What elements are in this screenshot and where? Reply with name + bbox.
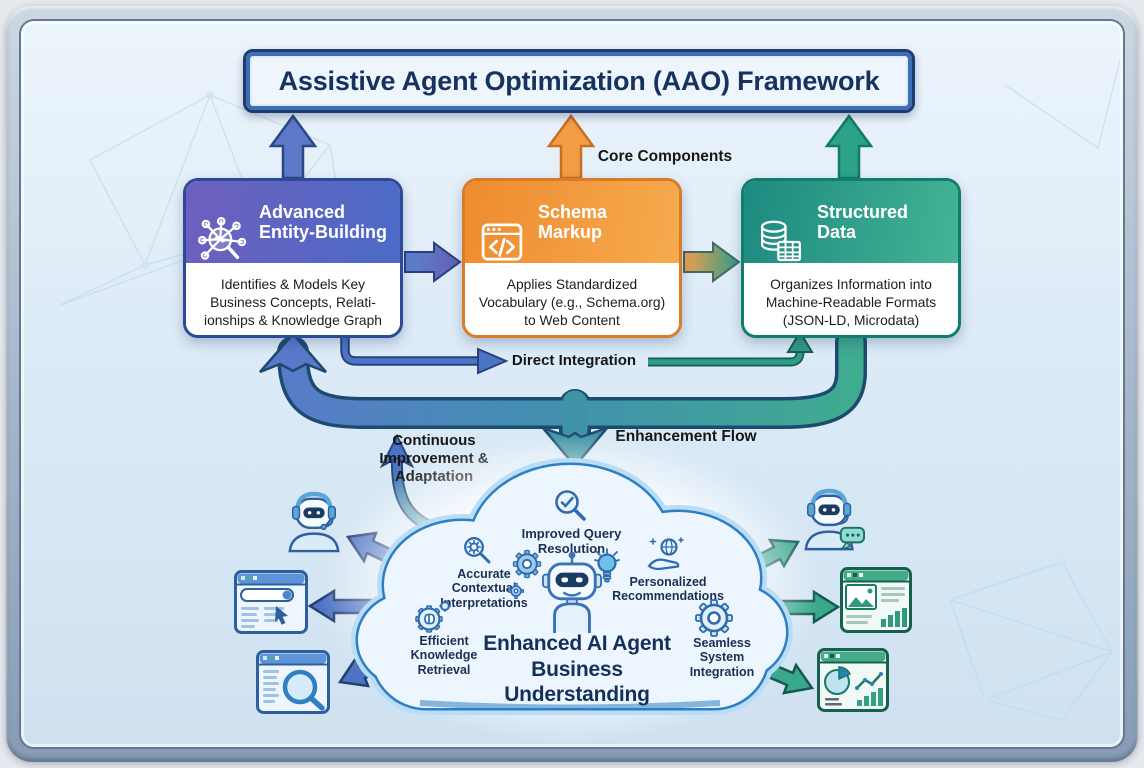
core-components-label: Core Components	[597, 148, 733, 165]
component-box-entity-building: Advanced Entity-Building Identifies & Mo…	[183, 178, 403, 338]
schema-markup-header: Schema Markup	[465, 181, 679, 263]
entity-building-header: Advanced Entity-Building	[186, 181, 400, 263]
entity-building-description: Identifies & Models Key Business Concept…	[186, 263, 400, 335]
up-arrow-orange	[546, 113, 596, 180]
component-box-schema-markup: Schema Markup Applies Standardized Vocab…	[462, 178, 682, 338]
magnifier-check-icon	[555, 490, 586, 521]
search-results-icon	[256, 650, 330, 714]
database-table-icon	[754, 195, 808, 262]
benefit-improved-query-label: Improved Query Resolution	[521, 526, 622, 556]
chatbot-icon	[800, 486, 866, 556]
benefit-accurate-label: Accurate Contextual Interpretations	[440, 567, 528, 610]
direct-integration-label: Direct Integration	[511, 352, 637, 369]
network-magnifier-icon	[196, 195, 250, 260]
arrow-box2-box3	[683, 241, 741, 283]
schema-markup-description: Applies Standardized Vocabulary (e.g., S…	[465, 263, 679, 335]
ai-robot-icon	[541, 551, 603, 633]
up-arrow-teal	[824, 113, 874, 180]
benefit-efficient-icon	[414, 599, 452, 635]
benefit-accurate-icon	[462, 536, 492, 566]
hand-globe-icon	[647, 537, 684, 571]
benefit-seamless-icon	[694, 598, 734, 638]
support-agent-icon	[284, 490, 344, 554]
direct-integration-arrow-right	[648, 330, 814, 367]
direct-integration-arrow-left	[340, 338, 509, 375]
robot-gear-large-icon	[512, 549, 542, 579]
content-analytics-icon	[840, 567, 912, 633]
cloud-title: Enhanced AI Agent Business Understanding	[483, 632, 671, 707]
entity-building-title: Advanced Entity-Building	[259, 201, 387, 242]
structured-data-header: Structured Data	[744, 181, 958, 263]
benefit-efficient-label: Efficient Knowledge Retrieval	[410, 634, 478, 677]
framework-title: Assistive Agent Optimization (AAO) Frame…	[278, 65, 880, 96]
code-window-icon	[475, 195, 529, 261]
component-box-structured-data: Structured Data Organizes Information in…	[741, 178, 961, 338]
arrow-box1-box2	[404, 241, 462, 283]
benefit-personalized-label: Personalized Recommendations	[612, 575, 724, 604]
box-to-title-arrows	[268, 113, 874, 180]
benefit-seamless-label: Seamless System Integration	[689, 636, 755, 679]
schema-markup-title: Schema Markup	[538, 201, 608, 242]
benefit-improved-query-icon	[553, 489, 589, 525]
magnifier-gear-icon	[464, 537, 491, 564]
browser-search-icon	[234, 570, 308, 634]
gear-icon	[695, 599, 733, 637]
gear-brain-icon	[415, 600, 451, 633]
feedback-up-arrowhead	[259, 332, 327, 374]
dashboard-charts-icon	[817, 648, 889, 712]
benefit-personalized-icon	[645, 537, 685, 573]
lightbulb-icon	[594, 548, 620, 584]
up-arrow-blue	[268, 113, 318, 180]
framework-title-box: Assistive Agent Optimization (AAO) Frame…	[243, 49, 915, 113]
structured-data-title: Structured Data	[817, 201, 909, 242]
structured-data-description: Organizes Information into Machine-Reada…	[744, 263, 958, 335]
robot-gear-small-icon	[508, 583, 524, 599]
